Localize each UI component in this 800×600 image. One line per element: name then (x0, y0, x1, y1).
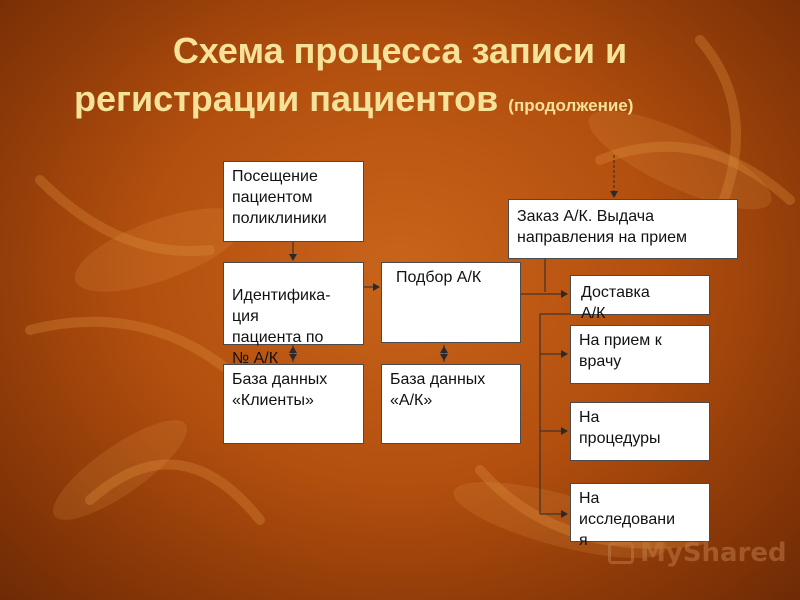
box-procedures: На процедуры (570, 402, 710, 461)
box-ak-selection: Подбор А/К (381, 262, 521, 343)
watermark-text: MyShared (640, 538, 787, 568)
box-research: На исследовани я (570, 483, 710, 549)
slide-title-line1: Схема процесса записи и (172, 30, 628, 71)
myshared-watermark: MyShared (608, 538, 787, 568)
slide-title-line2-text: регистрации пациентов (74, 78, 499, 119)
box-patient-identification: Идентифика- ция пациента по № А/К (223, 262, 364, 367)
box-ak-delivery: Доставка А/К (570, 275, 710, 322)
slide-title-note: (продолжение) (508, 96, 634, 115)
box-database-clients: База данных «Клиенты» (223, 364, 364, 444)
box-database-ak: База данных «А/К» (381, 364, 521, 444)
myshared-logo-icon (608, 542, 634, 564)
box-patient-visit: Посещение пациентом поликлиники (223, 161, 364, 242)
slide-title-line2: регистрации пациентов (продолжение) (74, 78, 794, 120)
box-doctor-appointment: На прием к врачу (570, 325, 710, 384)
box-ak-order: Заказ А/К. Выдача направления на прием (508, 199, 738, 259)
